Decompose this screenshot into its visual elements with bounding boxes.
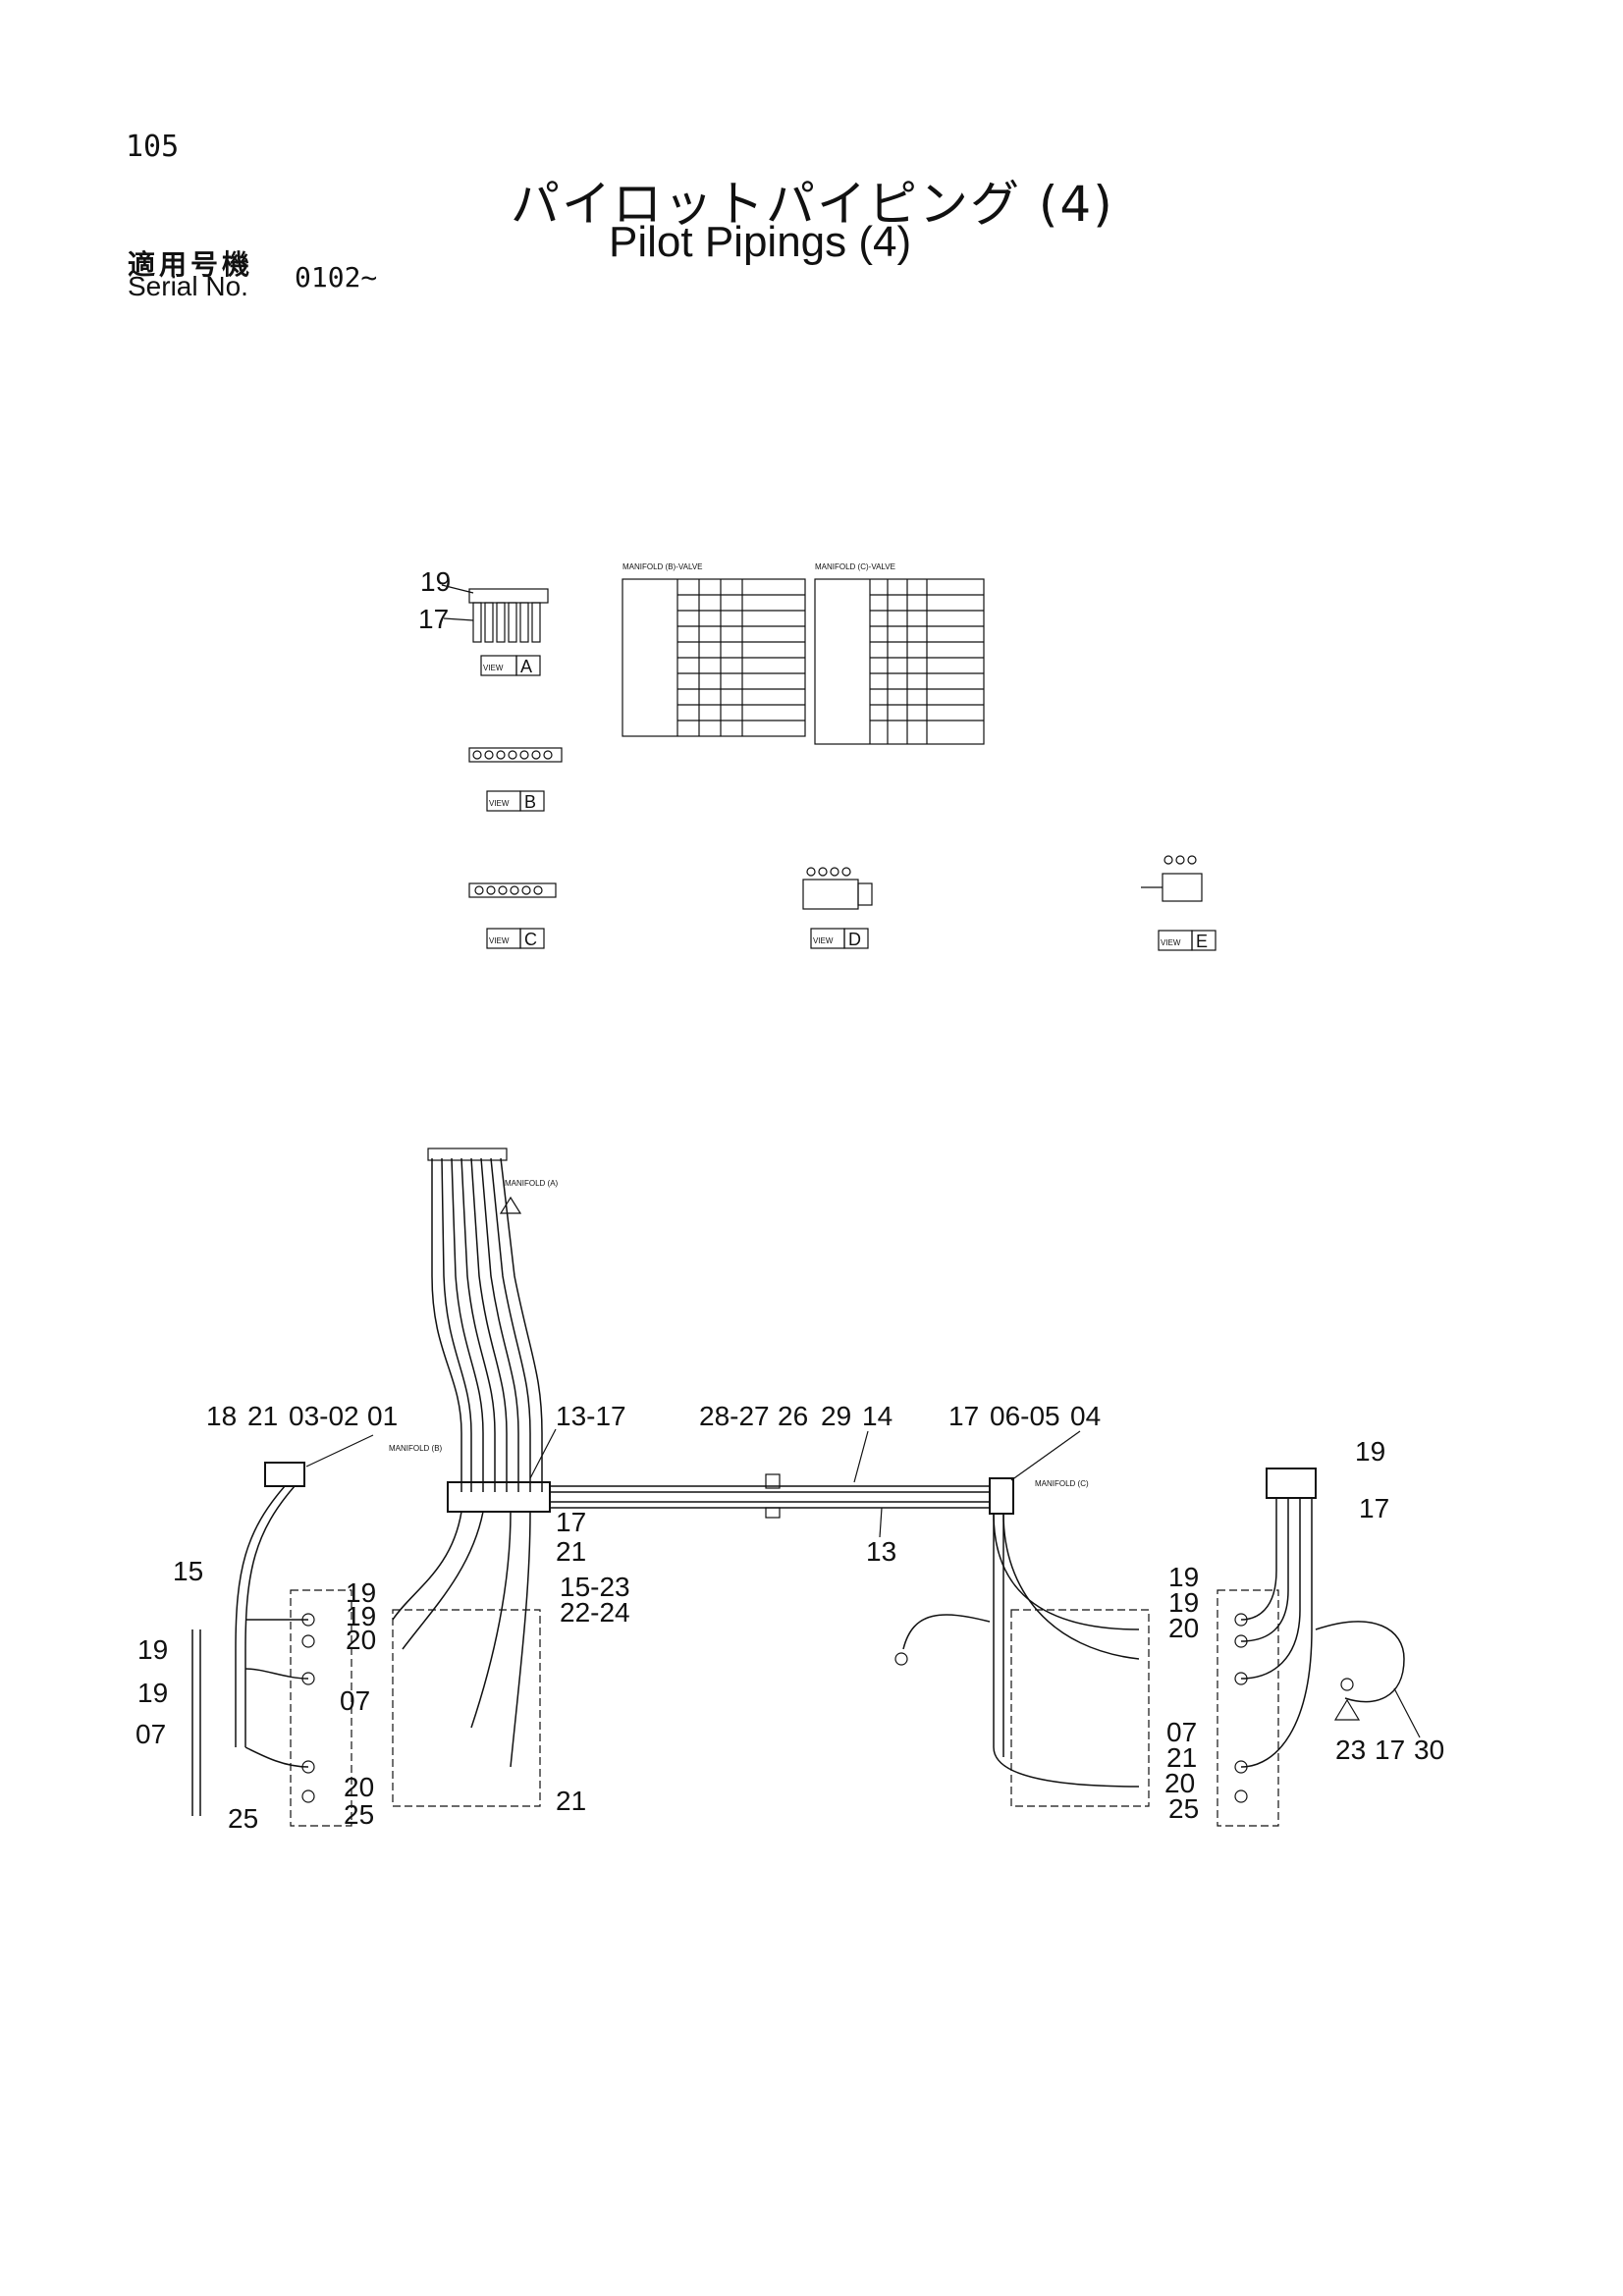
view-a-marker-icon	[499, 1196, 522, 1214]
callout-19-block-b: 19	[346, 1601, 376, 1631]
callout-03-02: 03-02	[289, 1401, 359, 1431]
view-e-prefix: VIEW	[1161, 938, 1181, 947]
view-a-label: A	[520, 657, 532, 676]
table-c-title: MANIFOLD (C)-VALVE	[815, 562, 895, 571]
callout-19-left-b: 19	[137, 1678, 168, 1708]
callout-17-bottom-right: 17	[1375, 1735, 1405, 1765]
callout-01: 01	[367, 1401, 398, 1431]
serial-value: 0102~	[295, 261, 378, 294]
callout-labels: 18 21 03-02 01 13-17 17 21 15-23 22-24 2…	[135, 1401, 1444, 1834]
view-d-label: D	[848, 930, 861, 949]
callout-06-05: 06-05	[990, 1401, 1060, 1431]
title-japanese: パイロットパイピング (4)	[511, 176, 1114, 233]
view-b-label: B	[524, 792, 536, 812]
center-control-valve	[392, 1609, 541, 1807]
callout-25-right: 25	[1168, 1793, 1199, 1824]
callout-20-block-b: 20	[344, 1772, 374, 1802]
callout-21-right: 21	[1166, 1742, 1197, 1773]
view-a-callout-17: 17	[418, 604, 449, 634]
view-a-callout-19: 19	[420, 566, 451, 597]
callout-19-right-a: 19	[1168, 1562, 1199, 1592]
view-c-label: C	[524, 930, 537, 949]
callout-17-far-right: 17	[1359, 1493, 1389, 1523]
callout-19-block-a: 19	[346, 1577, 376, 1608]
callout-26: 26	[778, 1401, 808, 1431]
callout-21-center: 21	[556, 1536, 586, 1567]
title-english: Pilot Pipings (4)	[609, 218, 912, 266]
manifold-c-block	[989, 1477, 1014, 1515]
callout-23: 23	[1335, 1735, 1366, 1765]
callout-14: 14	[862, 1401, 893, 1431]
svg-text:MANIFOLD (C): MANIFOLD (C)	[1035, 1479, 1089, 1488]
callout-13: 13	[866, 1536, 896, 1567]
view-a-prefix: VIEW	[483, 664, 504, 672]
callout-25-left: 25	[228, 1803, 258, 1834]
serial-label-english: Serial No.	[128, 271, 248, 301]
callout-19-far-right: 19	[1355, 1436, 1385, 1467]
callout-17-center: 17	[556, 1507, 586, 1537]
view-b-detail: VIEW B	[468, 747, 563, 812]
callout-29: 29	[821, 1401, 851, 1431]
callout-07-right: 07	[1166, 1717, 1197, 1747]
callout-13-17: 13-17	[556, 1401, 626, 1431]
svg-text:MANIFOLD (B): MANIFOLD (B)	[389, 1444, 443, 1453]
callout-07-left: 07	[135, 1719, 166, 1749]
view-b-prefix: VIEW	[489, 799, 510, 808]
callout-19-right-b: 19	[1168, 1587, 1199, 1618]
view-c-prefix: VIEW	[489, 936, 510, 945]
callout-30: 30	[1414, 1735, 1444, 1765]
manifold-c-table: MANIFOLD (C)-VALVE	[814, 562, 985, 745]
left-control-valve	[290, 1589, 352, 1827]
callout-20-right-b: 20	[1164, 1768, 1195, 1798]
serial-label-japanese: 適用号機	[128, 248, 254, 281]
callout-18: 18	[206, 1401, 237, 1431]
view-d-prefix: VIEW	[813, 936, 834, 945]
view-a-detail: 19 17 VIEW A	[418, 566, 549, 676]
far-right-control-valve	[1217, 1589, 1279, 1827]
callout-07-block: 07	[340, 1685, 370, 1716]
callout-21-bottom: 21	[556, 1786, 586, 1816]
callout-21: 21	[247, 1401, 278, 1431]
callout-20-right-a: 20	[1168, 1613, 1199, 1643]
callout-17-right: 17	[948, 1401, 979, 1431]
callout-19-left-a: 19	[137, 1634, 168, 1665]
page-number: 105	[126, 130, 180, 164]
callout-22-24: 22-24	[560, 1597, 630, 1628]
callout-04: 04	[1070, 1401, 1101, 1431]
callout-20-block-a: 20	[346, 1625, 376, 1655]
right-control-valve	[1010, 1609, 1150, 1807]
main-assembly: MANIFOLD (A) MANIFOLD (B) MANIFOLD (C)	[191, 1148, 1405, 1827]
callout-28-27: 28-27	[699, 1401, 770, 1431]
view-e-detail: VIEW E	[1141, 855, 1217, 951]
view-e-label: E	[1196, 932, 1208, 951]
view-c-detail: VIEW C	[468, 882, 557, 949]
callout-25-block: 25	[344, 1799, 374, 1830]
callout-15-left: 15	[173, 1556, 203, 1586]
callout-15-23: 15-23	[560, 1572, 630, 1602]
view-d-detail: VIEW D	[802, 867, 873, 949]
manifold-b-table: MANIFOLD (B)-VALVE	[622, 562, 806, 737]
table-b-title: MANIFOLD (B)-VALVE	[622, 562, 703, 571]
manifold-b-block	[447, 1481, 551, 1513]
svg-text:MANIFOLD (A): MANIFOLD (A)	[505, 1179, 559, 1188]
